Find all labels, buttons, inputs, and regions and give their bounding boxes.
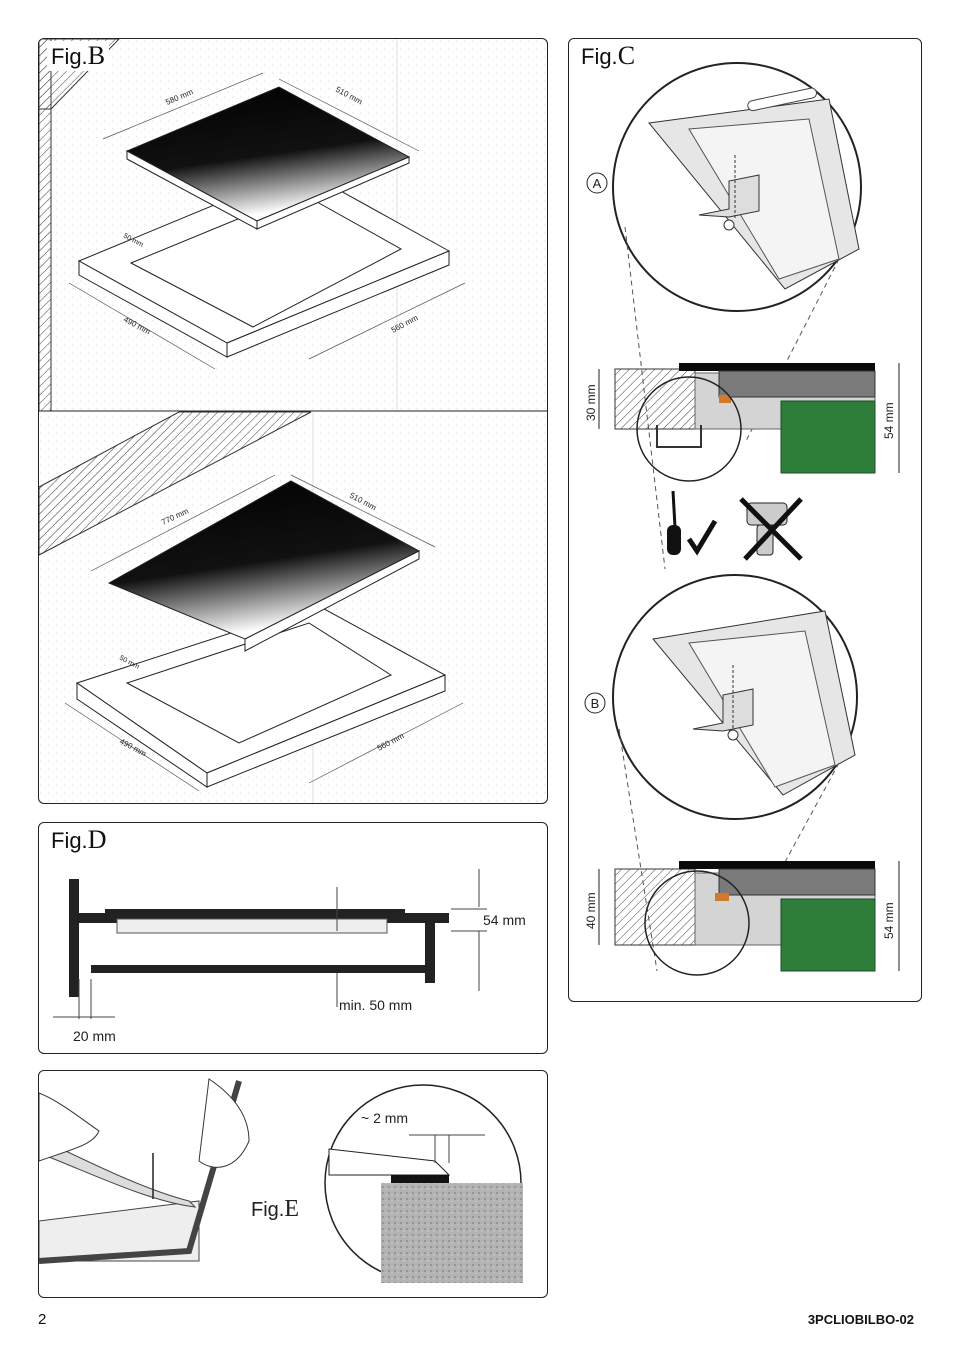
fig-c-glass-b xyxy=(679,861,875,869)
fig-e-hand-left xyxy=(39,1092,100,1162)
fig-b-letter: B xyxy=(87,41,106,70)
fig-d-panel: 54 mm min. 50 mm 20 mm Fig.D xyxy=(38,822,548,1054)
fig-c-worktop-a xyxy=(614,368,696,430)
fig-d-prefix: Fig. xyxy=(51,828,88,853)
fig-d-letter: D xyxy=(87,825,107,854)
fig-e-granite xyxy=(381,1183,523,1283)
fig-d-min-gap: min. 50 mm xyxy=(339,997,412,1013)
fig-c-b-thickness: 40 mm xyxy=(584,892,598,929)
fig-c-glass-a xyxy=(679,363,875,371)
drill-crossed-icon xyxy=(739,497,803,561)
fig-e-panel: Fig.E ~ 2 mm xyxy=(38,1070,548,1298)
fig-c-marker-a-text: A xyxy=(593,176,602,191)
fig-e-fig-text: Fig.E xyxy=(251,1196,299,1222)
fig-b-wall-top-2 xyxy=(39,411,312,556)
fig-b-prefix: Fig. xyxy=(51,44,88,69)
screwdriver-icon xyxy=(667,490,718,556)
fig-d-hob xyxy=(105,909,405,919)
document-code: 3PCLIOBILBO-02 xyxy=(807,1312,914,1327)
fig-d-drawing: 54 mm min. 50 mm 20 mm xyxy=(53,869,526,1044)
fig-d-wall-gap: 20 mm xyxy=(73,1028,116,1044)
fig-c-prefix: Fig. xyxy=(581,44,618,69)
fig-c-a-height: 54 mm xyxy=(882,402,896,439)
page-number: 2 xyxy=(38,1311,47,1328)
fig-c-marker-a xyxy=(586,172,608,194)
fig-b-label: Fig.B xyxy=(47,41,110,71)
fig-c-letter: C xyxy=(617,41,636,70)
fig-c-marker-b xyxy=(584,692,606,714)
fig-c-drawing: A 30 mm 54 mm xyxy=(584,62,900,976)
fig-d-height: 54 mm xyxy=(483,912,526,928)
fig-c-box-b xyxy=(780,898,876,972)
fig-c-b-height: 54 mm xyxy=(882,902,896,939)
fig-b-panel: 580 mm 510 mm 50 mm 490 mm 560 mm 770 mm… xyxy=(38,38,548,804)
fig-e-hand-right xyxy=(198,1078,250,1168)
fig-c-worktop-b xyxy=(614,868,696,946)
fig-e-prefix: Fig. xyxy=(251,1199,284,1221)
fig-e-letter: E xyxy=(284,1196,299,1222)
fig-e-drawing: Fig.E ~ 2 mm xyxy=(39,1078,523,1283)
fig-e-gap: ~ 2 mm xyxy=(361,1110,408,1126)
fig-d-label: Fig.D xyxy=(47,825,111,855)
fig-c-a-thickness: 30 mm xyxy=(584,384,598,421)
fig-c-panel: A 30 mm 54 mm xyxy=(568,38,922,1002)
fig-d-wall xyxy=(69,879,79,997)
fig-d-shelf xyxy=(91,965,435,973)
fig-b-drawing: 580 mm 510 mm 50 mm 490 mm 560 mm 770 mm… xyxy=(39,39,547,803)
fig-e-hob xyxy=(39,1200,200,1262)
fig-c-label: Fig.C xyxy=(577,41,640,71)
fig-e-gasket xyxy=(48,1142,197,1208)
fig-c-marker-b-text: B xyxy=(591,696,600,711)
fig-c-box-a xyxy=(780,400,876,474)
